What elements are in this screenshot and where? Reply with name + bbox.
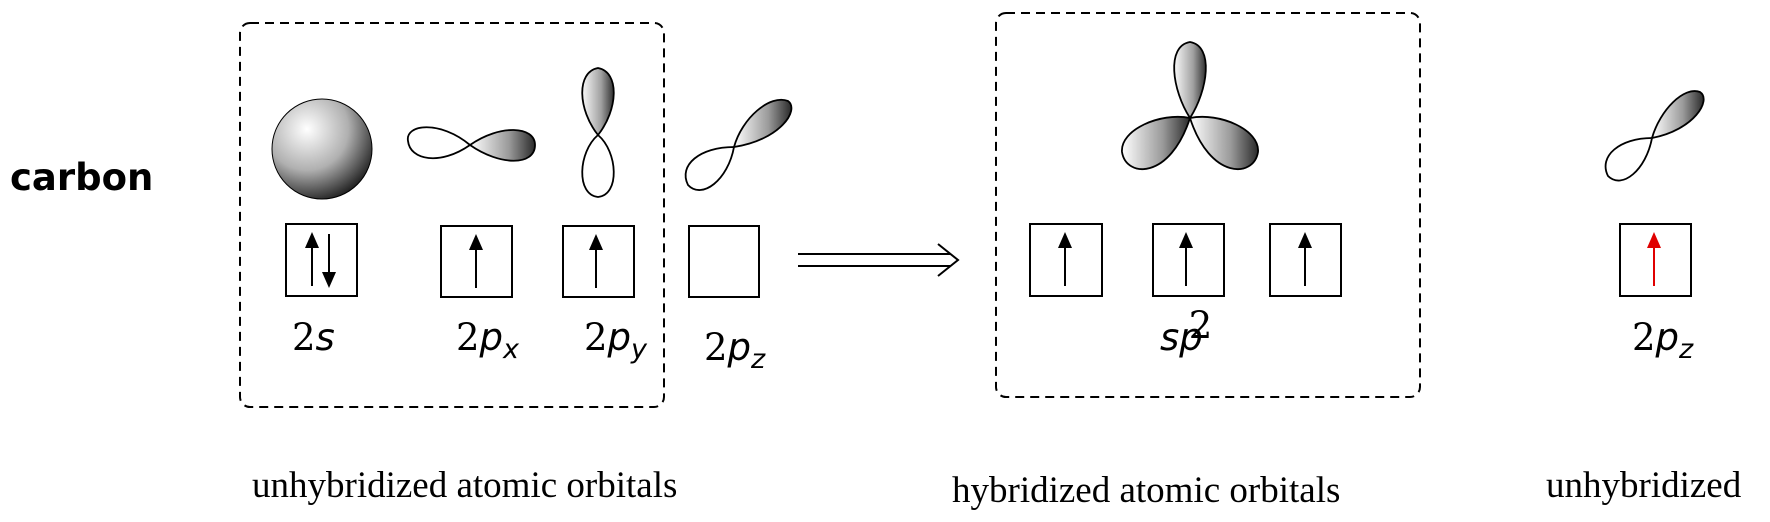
- 2px-orbital-shape: [407, 126, 536, 162]
- orbital-box-2px: [440, 225, 513, 298]
- unhybridized-pz-orbital-shape: [1604, 90, 1705, 182]
- orbital-box-sp2-2: [1152, 223, 1225, 297]
- unhybridized-group-box: [239, 22, 665, 408]
- 2py-orbital-shape: [581, 67, 615, 198]
- sp2-orbital-shape: [1121, 41, 1259, 171]
- electron-down-arrow: [322, 234, 336, 288]
- orbital-label-2s: 2s: [292, 316, 335, 359]
- orbital-box-sp2-1: [1029, 223, 1103, 297]
- double-arrow-icon: [798, 243, 960, 277]
- orbital-label-2px: 2px: [456, 316, 520, 365]
- caption-unhybridized: unhybridized: [1546, 465, 1742, 506]
- orbital-box-sp2-3: [1269, 223, 1342, 297]
- orbital-box-2py: [562, 225, 635, 298]
- caption-hybridized-atomic-orbitals: hybridized atomic orbitals: [952, 470, 1340, 511]
- 2s-orbital-shape: [271, 98, 373, 200]
- hybridized-group-box: [995, 12, 1421, 398]
- electron-up-arrow: [469, 234, 483, 288]
- orbital-label-unhybridized-2pz: 2pz: [1632, 316, 1694, 365]
- 2pz-orbital-shape: [684, 98, 793, 191]
- atom-label: carbon: [10, 156, 153, 199]
- orbital-label-sp2: sp2: [1160, 304, 1212, 359]
- electron-up-arrow: [1298, 232, 1312, 286]
- electron-up-arrow: [305, 232, 319, 286]
- electron-up-arrow: [589, 234, 603, 288]
- orbital-box-unhybridized-2pz: [1619, 223, 1692, 297]
- orbital-label-2pz: 2pz: [704, 326, 766, 375]
- orbital-box-2s: [285, 223, 358, 297]
- electron-up-arrow: [1179, 232, 1193, 286]
- electron-up-arrow: [1058, 232, 1072, 286]
- orbital-label-2py: 2py: [584, 316, 648, 365]
- electron-up-arrow-red: [1647, 232, 1661, 286]
- orbital-box-2pz: [688, 225, 760, 298]
- caption-unhybridized-atomic-orbitals: unhybridized atomic orbitals: [252, 465, 677, 506]
